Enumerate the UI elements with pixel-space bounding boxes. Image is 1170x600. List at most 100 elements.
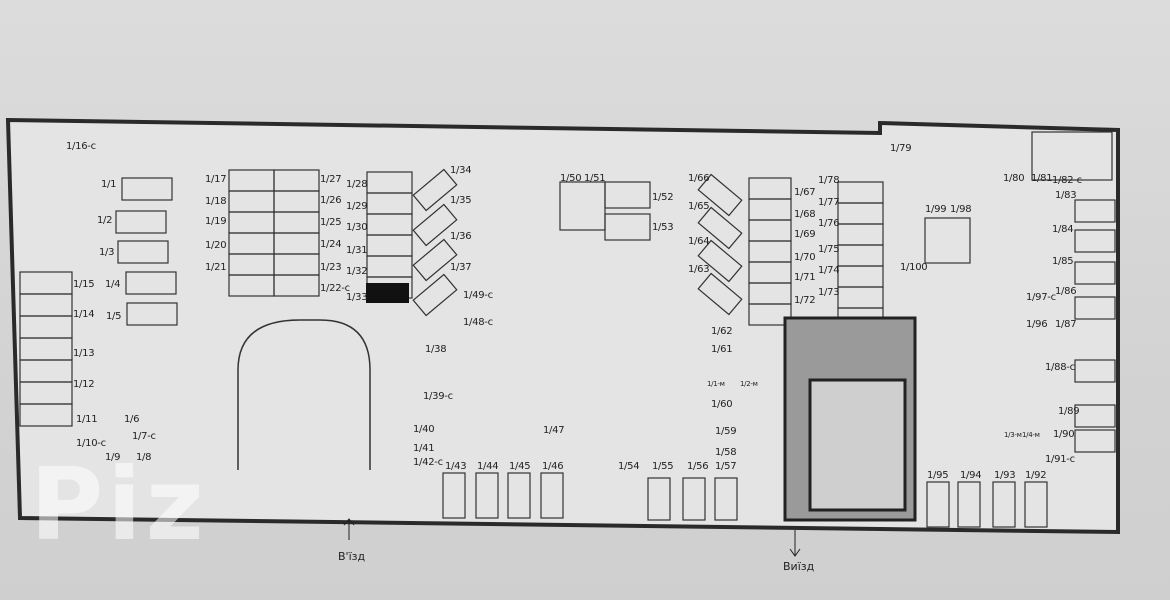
parking-space-label: 1/56 <box>687 461 709 472</box>
exit-arrow-icon <box>789 530 801 557</box>
parking-space-label: 1/15 <box>73 279 95 290</box>
parking-space-label: 1/71 <box>794 272 816 283</box>
parking-space-label: 1/72 <box>794 295 816 306</box>
parking-space <box>507 472 531 519</box>
parking-space <box>697 272 743 316</box>
parking-space-label: 1/79 <box>890 143 912 154</box>
parking-space-label: 1/21 <box>205 262 227 273</box>
parking-space <box>924 217 971 264</box>
parking-space-label: 1/59 <box>715 426 737 437</box>
parking-space-label: 1/63 <box>688 264 710 275</box>
parking-space-label: 1/37 <box>450 262 472 273</box>
parking-space-label: 1/88-c <box>1045 362 1075 373</box>
parking-space <box>604 181 651 209</box>
parking-space <box>682 477 706 521</box>
parking-space <box>1031 131 1113 181</box>
parking-space-label: 1/95 <box>927 470 949 481</box>
parking-space-label: 1/60 <box>711 399 733 410</box>
parking-space <box>273 274 320 297</box>
parking-space-label: 1/3 <box>99 247 115 258</box>
parking-space-label: 1/27 <box>320 174 342 185</box>
parking-space-label: 1/98 <box>950 204 972 215</box>
parking-space-label: 1/93 <box>994 470 1016 481</box>
parking-space-label: 1/81 <box>1031 173 1053 184</box>
parking-space-label: 1/87 <box>1055 319 1077 330</box>
parking-space-label: 1/28 <box>346 179 368 190</box>
parking-space-label: 1/40 <box>413 424 435 435</box>
entrance-label: В'їзд <box>338 550 366 563</box>
parking-space <box>125 271 177 295</box>
parking-space-label: 1/38 <box>425 344 447 355</box>
parking-space-label: 1/26 <box>320 195 342 206</box>
parking-space-label: 1/61 <box>711 344 733 355</box>
parking-space <box>126 302 178 326</box>
parking-space <box>957 481 981 528</box>
parking-space-label: 1/3-м <box>1004 431 1022 439</box>
parking-space-label: 1/44 <box>477 461 499 472</box>
parking-space <box>697 206 743 250</box>
parking-space-label: 1/35 <box>450 195 472 206</box>
parking-space-label: 1/23 <box>320 262 342 273</box>
parking-space <box>697 173 743 217</box>
parking-space-label: 1/82-c <box>1052 175 1082 186</box>
parking-space-label: 1/13 <box>73 348 95 359</box>
parking-space-label: 1/80 <box>1003 173 1025 184</box>
parking-space-label: 1/69 <box>794 229 816 240</box>
parking-space-label: 1/19 <box>205 216 227 227</box>
parking-space-label: 1/32 <box>346 266 368 277</box>
parking-space-label: 1/5 <box>106 311 122 322</box>
parking-space <box>412 168 458 212</box>
parking-space <box>1074 359 1116 383</box>
parking-space-label: 1/83 <box>1055 190 1077 201</box>
parking-space-label: 1/47 <box>543 425 565 436</box>
parking-space-label: 1/90 <box>1053 429 1075 440</box>
parking-space-label: 1/64 <box>688 236 710 247</box>
parking-space-label: 1/68 <box>794 209 816 220</box>
parking-space-label: 1/65 <box>688 201 710 212</box>
parking-space-label: 1/25 <box>320 217 342 228</box>
exit-label: Виїзд <box>783 560 815 573</box>
parking-space-label: 1/43 <box>445 461 467 472</box>
parking-space-label: 1/66 <box>688 173 710 184</box>
parking-space-label: 1/6 <box>124 414 140 425</box>
parking-space-label: 1/78 <box>818 175 840 186</box>
parking-space <box>1074 199 1116 223</box>
parking-space-label: 1/1-м <box>707 380 725 388</box>
parking-space-label: 1/31 <box>346 245 368 256</box>
parking-space-label: 1/52 <box>652 192 674 203</box>
parking-space-label: 1/74 <box>818 265 840 276</box>
parking-space-label: 1/42-c <box>413 457 443 468</box>
parking-space-label: 1/84 <box>1052 224 1074 235</box>
parking-space <box>748 303 792 326</box>
parking-space <box>117 240 169 264</box>
parking-space-label: 1/8 <box>136 452 152 463</box>
entry-ramp <box>237 319 371 470</box>
parking-space-label: 1/30 <box>346 222 368 233</box>
parking-space-label: 1/86 <box>1055 286 1077 297</box>
parking-space <box>115 210 167 234</box>
parking-space-label: 1/18 <box>205 196 227 207</box>
parking-space <box>475 472 499 519</box>
parking-space-label: 1/49-c <box>463 290 493 301</box>
parking-space-label: 1/89 <box>1058 406 1080 417</box>
parking-space-label: 1/85 <box>1052 256 1074 267</box>
parking-space-label: 1/39-c <box>423 391 453 402</box>
parking-space-label: 1/2-м <box>740 380 758 388</box>
parking-space-label: 1/10-c <box>76 438 106 449</box>
parking-space-label: 1/99 <box>925 204 947 215</box>
parking-space <box>121 177 173 201</box>
parking-space-label: 1/7-c <box>132 431 156 442</box>
exit-core <box>808 378 907 512</box>
parking-space-label: 1/53 <box>652 222 674 233</box>
parking-space <box>697 239 743 283</box>
parking-space-label: 1/17 <box>205 174 227 185</box>
parking-space-label: 1/94 <box>960 470 982 481</box>
parking-space-label: 1/20 <box>205 240 227 251</box>
parking-space <box>540 472 564 519</box>
parking-space-label: 1/4-м <box>1022 431 1040 439</box>
entrance-arrow-icon <box>343 518 355 540</box>
parking-space-label: 1/50 <box>560 173 582 184</box>
parking-space <box>1074 429 1116 453</box>
parking-space-label: 1/33 <box>346 292 368 303</box>
